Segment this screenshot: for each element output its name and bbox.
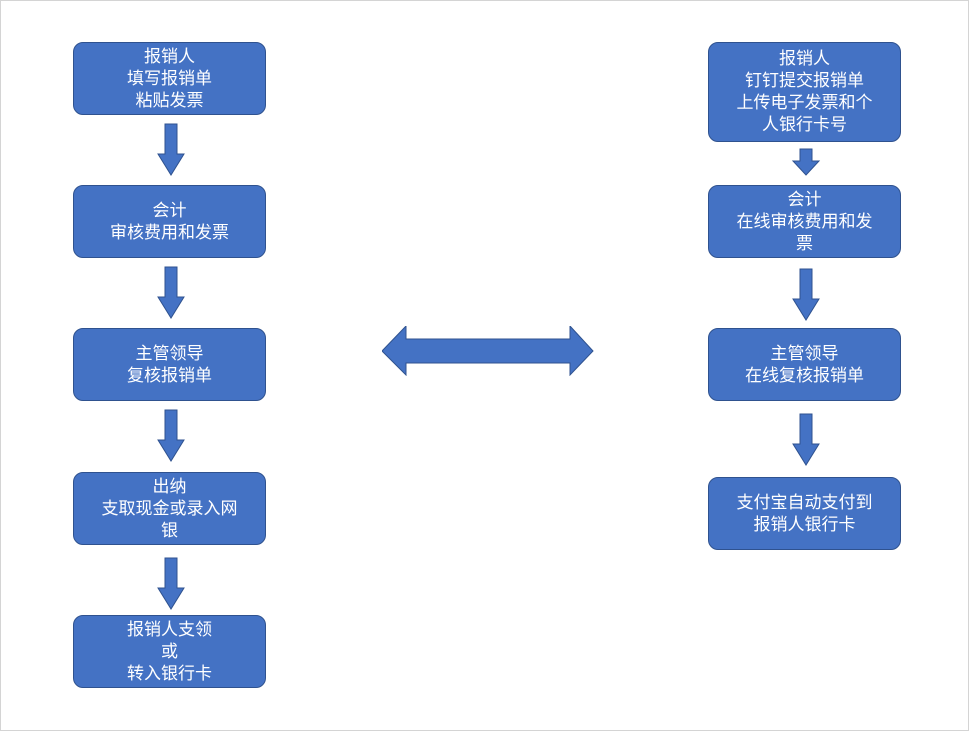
left-step-accountant: 会计 审核费用和发票 bbox=[73, 185, 266, 258]
right-step-4-line-2: 报销人银行卡 bbox=[753, 514, 856, 535]
left-step-3-line-2: 复核报销单 bbox=[127, 365, 212, 386]
left-step-submitter: 报销人 填写报销单 粘贴发票 bbox=[73, 42, 266, 115]
right-step-1-line-2: 钉钉提交报销单 bbox=[745, 71, 864, 91]
left-step-1-line-1: 报销人 bbox=[144, 46, 195, 67]
right-step-4-line-1: 支付宝自动支付到 bbox=[736, 492, 873, 513]
right-step-supervisor: 主管领导 在线复核报销单 bbox=[708, 328, 901, 401]
left-step-5-line-2: 或 bbox=[161, 641, 178, 662]
double-arrow-icon bbox=[382, 326, 594, 376]
right-step-2-line-1: 会计 bbox=[787, 189, 822, 210]
left-step-4-line-1: 出纳 bbox=[152, 476, 187, 497]
left-step-5-line-1: 报销人支领 bbox=[127, 619, 212, 640]
left-step-2-line-1: 会计 bbox=[152, 200, 187, 221]
down-arrow-icon bbox=[792, 413, 820, 466]
right-step-1-line-4: 人银行卡号 bbox=[762, 115, 847, 135]
down-arrow-icon bbox=[157, 557, 185, 610]
right-step-1-line-3: 上传电子发票和个 bbox=[736, 93, 873, 113]
right-step-2-line-3: 票 bbox=[796, 233, 813, 254]
left-step-3-line-1: 主管领导 bbox=[135, 343, 204, 364]
right-step-accountant: 会计 在线审核费用和发 票 bbox=[708, 185, 901, 258]
down-arrow-icon bbox=[157, 123, 185, 176]
right-step-3-line-1: 主管领导 bbox=[770, 343, 839, 364]
right-step-3-line-2: 在线复核报销单 bbox=[745, 365, 864, 386]
left-step-1-line-3: 粘贴发票 bbox=[135, 90, 204, 111]
left-step-2-line-2: 审核费用和发票 bbox=[110, 222, 229, 243]
down-arrow-icon bbox=[791, 148, 821, 176]
down-arrow-icon bbox=[157, 409, 185, 462]
left-step-cashier: 出纳 支取现金或录入网 银 bbox=[73, 472, 266, 545]
right-step-submitter: 报销人 钉钉提交报销单 上传电子发票和个 人银行卡号 bbox=[708, 42, 901, 142]
right-step-2-line-2: 在线审核费用和发 bbox=[736, 211, 873, 232]
left-step-4-line-3: 银 bbox=[161, 520, 178, 541]
down-arrow-icon bbox=[792, 268, 820, 321]
left-step-payout: 报销人支领 或 转入银行卡 bbox=[73, 615, 266, 688]
left-step-1-line-2: 填写报销单 bbox=[127, 68, 212, 89]
left-step-4-line-2: 支取现金或录入网 bbox=[101, 498, 238, 519]
right-step-alipay-payment: 支付宝自动支付到 报销人银行卡 bbox=[708, 477, 901, 550]
left-step-supervisor: 主管领导 复核报销单 bbox=[73, 328, 266, 401]
down-arrow-icon bbox=[157, 266, 185, 319]
left-step-5-line-3: 转入银行卡 bbox=[127, 663, 212, 684]
right-step-1-line-1: 报销人 bbox=[779, 49, 830, 69]
